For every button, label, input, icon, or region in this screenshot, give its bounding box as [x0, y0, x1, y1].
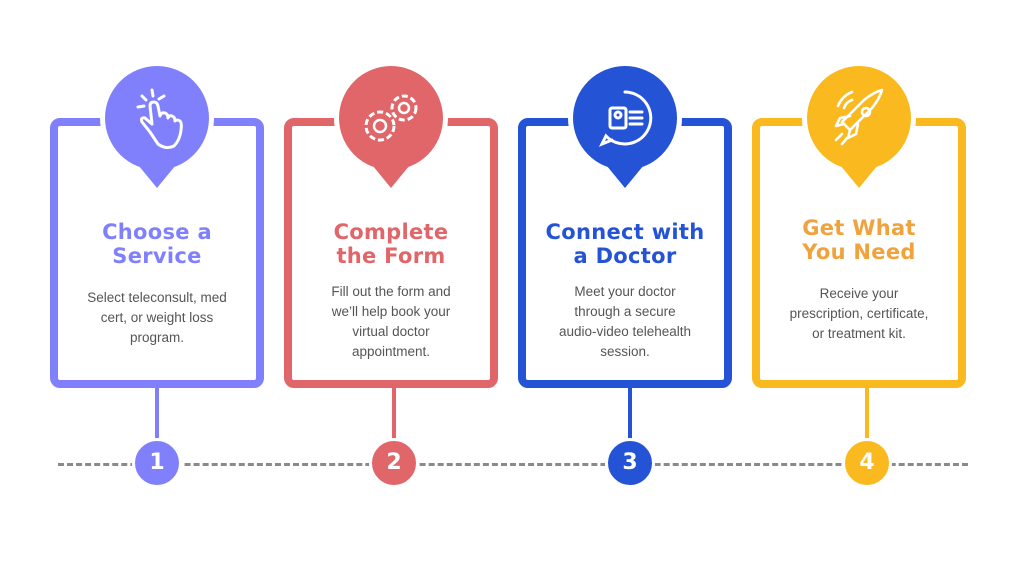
connector-3 — [628, 388, 632, 440]
connector-4 — [865, 388, 869, 440]
step-number-1: 1 — [132, 438, 182, 488]
step-number-3: 3 — [605, 438, 655, 488]
gears-icon — [364, 94, 418, 142]
step-number-2: 2 — [369, 438, 419, 488]
contact-chat-icon — [598, 90, 653, 147]
connector-2 — [392, 388, 396, 440]
timeline-dashed-line — [58, 463, 968, 466]
step-number-4: 4 — [842, 438, 892, 488]
step-pin-3 — [568, 61, 682, 188]
rocket-icon — [834, 88, 884, 146]
step-pin-4 — [802, 61, 916, 188]
connector-1 — [155, 388, 159, 440]
pointing-hand-icon — [136, 88, 183, 150]
step-pin-1 — [100, 61, 214, 188]
step-pin-2 — [334, 61, 448, 188]
